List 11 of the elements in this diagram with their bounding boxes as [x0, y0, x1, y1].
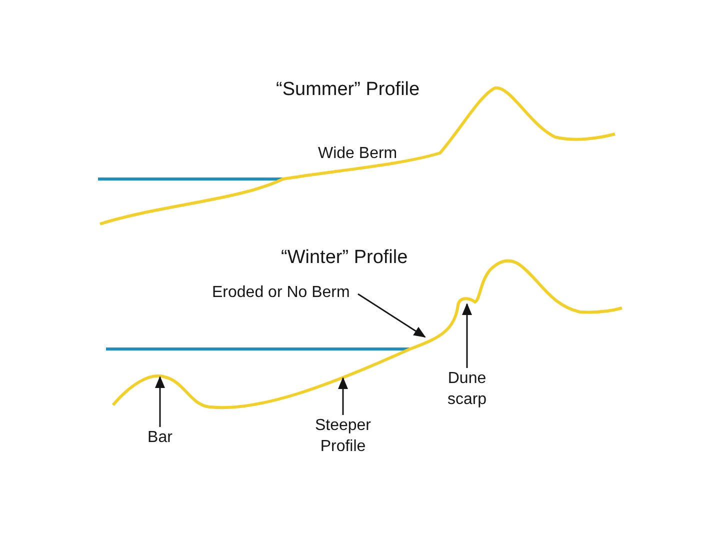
- feature-label: Steeper Profile: [299, 415, 387, 457]
- section-title: “Winter” Profile: [281, 246, 408, 270]
- leader-arrow: [338, 377, 348, 415]
- feature-label: Bar: [140, 427, 180, 448]
- leader-arrow: [155, 376, 165, 427]
- leader-arrow: [358, 293, 426, 338]
- leader-arrow: [462, 303, 472, 368]
- feature-label: Eroded or No Berm: [212, 282, 354, 303]
- feature-label: Wide Berm: [318, 144, 398, 164]
- section-title: “Summer” Profile: [276, 78, 420, 102]
- feature-label: Dune scarp: [436, 368, 498, 410]
